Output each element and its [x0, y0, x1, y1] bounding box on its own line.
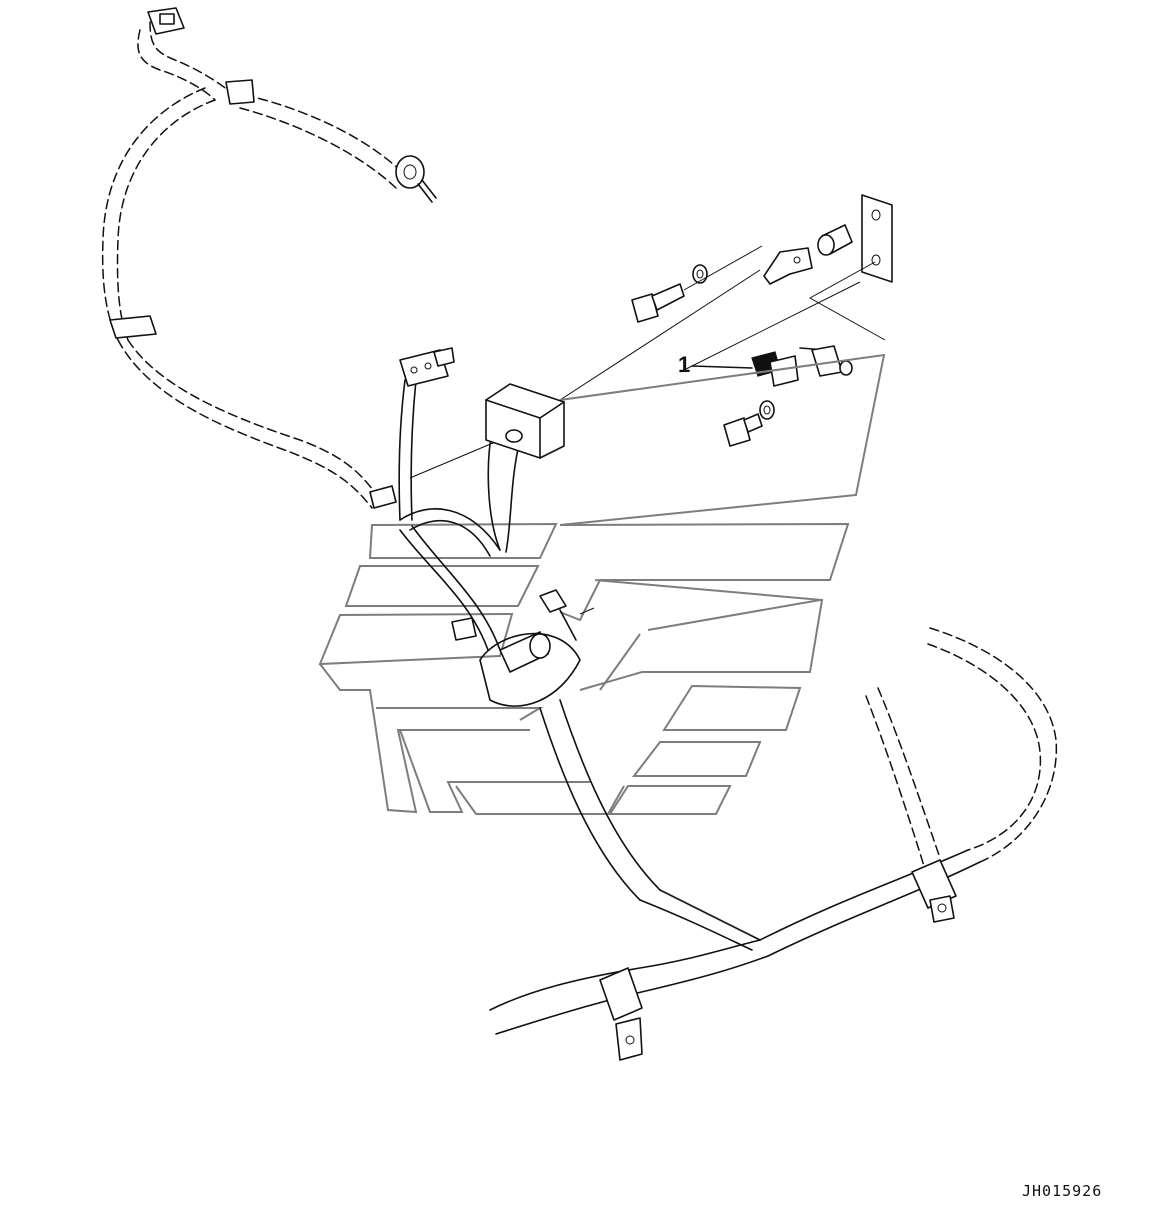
- washer-lower: [759, 400, 775, 420]
- relay-box: [485, 383, 565, 459]
- harness-clamp-1: [225, 79, 255, 105]
- callout-label-1: 1: [678, 352, 690, 377]
- top-connector: [147, 7, 185, 35]
- washer-upper: [692, 264, 708, 284]
- lower-clamp-right: [911, 859, 957, 923]
- lower-clamp-left: [599, 967, 643, 1061]
- center-harness: [398, 379, 661, 901]
- battery-sensor: [451, 589, 595, 707]
- lower-harness: [489, 627, 1058, 1035]
- bolt-upper: [631, 283, 685, 323]
- bolt-lower: [723, 413, 763, 447]
- drawing-id: JH015926: [1022, 1182, 1102, 1200]
- callout-1: 1: [678, 352, 753, 377]
- harness-clamp-2: [109, 315, 157, 339]
- assembly-lines: [409, 245, 886, 479]
- center-connector: [399, 347, 455, 387]
- mounting-bracket: [861, 194, 893, 283]
- cable-clip: [763, 247, 813, 285]
- harness-clamp-3: [369, 485, 397, 509]
- spacer-collar: [817, 224, 853, 256]
- ring-terminal-upper: [395, 155, 437, 203]
- upper-harness: [101, 21, 406, 509]
- frame-outline: [318, 353, 886, 815]
